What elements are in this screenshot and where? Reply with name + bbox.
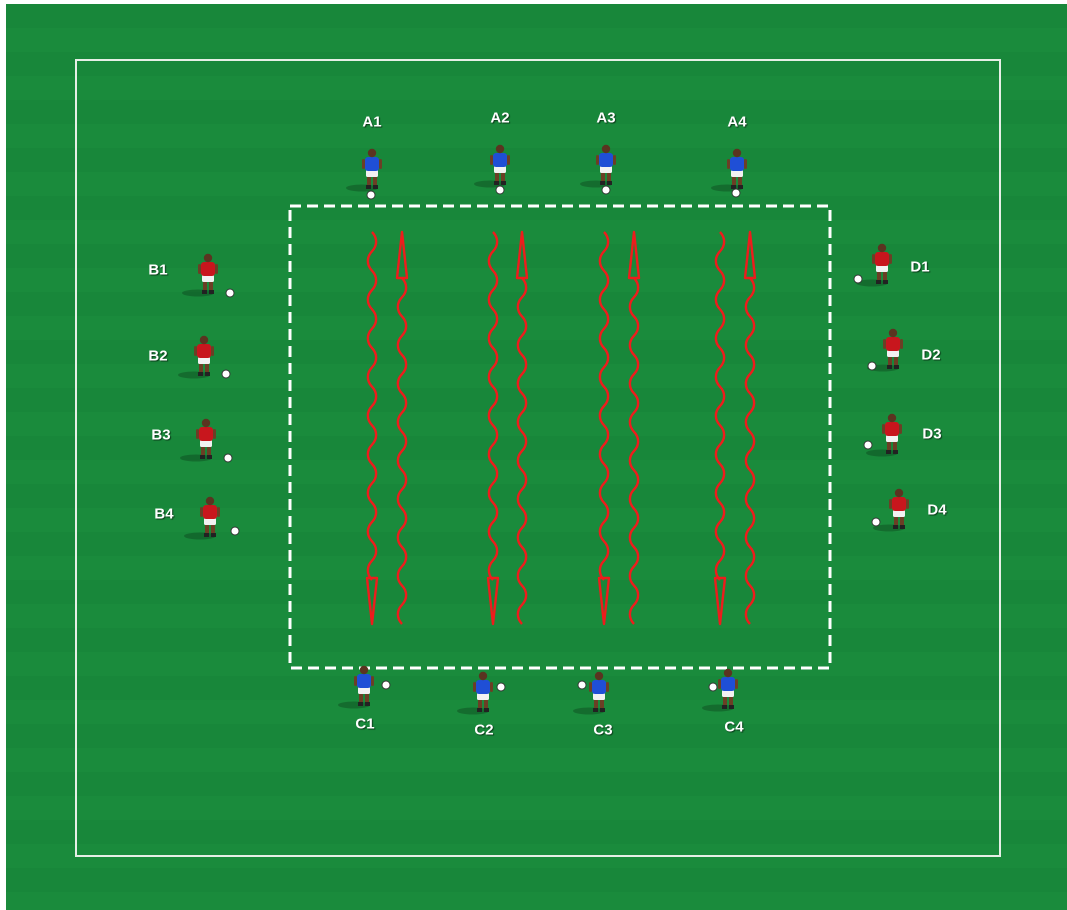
dribble-lanes [367,232,755,624]
player-c1 [338,666,374,709]
dribble-arrow-up [397,232,407,624]
player-label-b4: B4 [154,506,173,523]
ball-b4 [231,527,239,535]
player-b4 [184,497,220,540]
ball-d4 [872,518,880,526]
ball-d2 [868,362,876,370]
player-d3 [866,414,902,457]
player-c3 [573,672,609,715]
player-label-a3: A3 [596,110,615,127]
ball-b3 [224,454,232,462]
player-a3 [580,145,616,188]
player-label-a2: A2 [490,110,509,127]
dribble-arrow-down [599,232,609,624]
player-label-c4: C4 [724,719,743,736]
field-boundary-line [76,60,1000,856]
ball-a3 [602,186,610,194]
dribble-arrow-up [517,232,527,624]
player-c4 [702,669,738,712]
ball-b2 [222,370,230,378]
player-b3 [180,419,216,462]
dribble-arrow-up [745,232,755,624]
dribble-arrow-down [715,232,725,624]
player-label-d2: D2 [921,347,940,364]
ball-d1 [854,275,862,283]
ball-c1 [382,681,390,689]
players-layer [178,145,909,715]
player-label-d4: D4 [927,502,946,519]
player-c2 [457,672,493,715]
ball-a2 [496,186,504,194]
player-label-d3: D3 [922,426,941,443]
ball-c2 [497,683,505,691]
dribble-arrow-up [629,232,639,624]
dribble-arrow-down [367,232,377,624]
player-label-c3: C3 [593,722,612,739]
ball-a4 [732,189,740,197]
player-label-c1: C1 [355,716,374,733]
player-a2 [474,145,510,188]
player-a1 [346,149,382,192]
ball-c3 [578,681,586,689]
player-label-b3: B3 [151,427,170,444]
ball-a1 [367,191,375,199]
ball-b1 [226,289,234,297]
ball-d3 [864,441,872,449]
player-b1 [182,254,218,297]
player-label-d1: D1 [910,259,929,276]
dribbling-area-dashed-box [290,206,830,668]
player-label-c2: C2 [474,722,493,739]
player-label-b1: B1 [148,262,167,279]
player-b2 [178,336,214,379]
player-label-a1: A1 [362,114,381,131]
dribble-arrow-down [488,232,498,624]
player-a4 [711,149,747,192]
player-label-a4: A4 [727,114,746,131]
player-label-b2: B2 [148,348,167,365]
pitch-drawing [6,4,1067,910]
ball-c4 [709,683,717,691]
